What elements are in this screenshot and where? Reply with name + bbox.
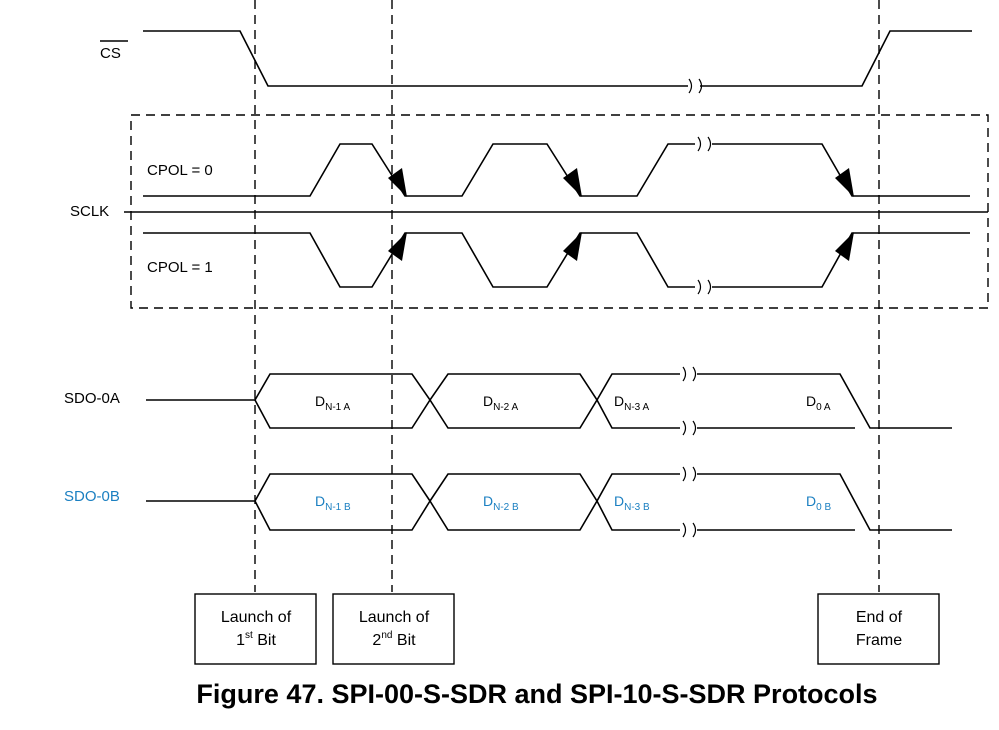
sdo-0b-data-n2: DN-2 B	[483, 493, 519, 513]
svg-text:2nd Bit: 2nd Bit	[372, 630, 416, 649]
sdo-0b-break-mark	[682, 466, 697, 538]
cpol0-arrow-3	[835, 168, 854, 197]
figure-caption: Figure 47. SPI-00-S-SDR and SPI-10-S-SDR…	[196, 679, 877, 709]
svg-text:Frame: Frame	[856, 632, 902, 649]
sdo-0a-data-n2: DN-2 A	[483, 393, 518, 413]
cpol0-arrow-1	[388, 168, 407, 197]
cpol1-arrow-2	[563, 232, 582, 261]
sdo-0b-data-n3: DN-3 B	[614, 493, 650, 513]
cpol1-label: CPOL = 1	[147, 259, 213, 276]
cpol0-arrow-2	[563, 168, 582, 197]
sdo-0b-waveform	[146, 473, 952, 531]
svg-text:Launch of: Launch of	[359, 609, 430, 626]
sdo-0a-data-n1: DN-1 A	[315, 393, 350, 413]
sclk-label: SCLK	[70, 203, 109, 220]
sdo-0b-data-0: D0 B	[806, 493, 831, 513]
svg-text:End of: End of	[856, 609, 903, 626]
cpol1-label-bg	[140, 252, 236, 280]
cpol0-waveform-left	[143, 143, 695, 197]
svg-text:1st Bit: 1st Bit	[236, 630, 276, 649]
cpol1-break-mark	[697, 279, 712, 295]
cpol0-waveform-right	[712, 143, 970, 197]
launch-2nd-bit-box: Launch of 2nd Bit	[332, 593, 455, 665]
sdo-0a-waveform	[146, 373, 952, 429]
svg-text:Launch of: Launch of	[221, 609, 292, 626]
sdo-0a-label: SDO-0A	[64, 390, 120, 407]
cs-waveform-right	[700, 30, 972, 87]
cpol1-waveform-left	[143, 232, 695, 288]
sdo-0b-data-n1: DN-1 B	[315, 493, 351, 513]
cs-break-mark	[688, 78, 703, 94]
sdo-0a-data-n3: DN-3 A	[614, 393, 649, 413]
cpol1-arrow-3	[835, 232, 854, 261]
cpol0-label-bg	[140, 155, 236, 183]
launch-1st-bit-box: Launch of 1st Bit	[194, 593, 317, 665]
cpol1-waveform-right	[712, 232, 970, 288]
cpol0-break-mark	[697, 136, 712, 152]
cpol1-arrow-1	[388, 232, 407, 261]
sdo-0b-label: SDO-0B	[64, 488, 120, 505]
sdo-0a-data-0: D0 A	[806, 393, 831, 413]
cpol0-label: CPOL = 0	[147, 162, 213, 179]
cs-label: CS	[100, 45, 121, 62]
cs-waveform-left	[143, 30, 688, 87]
sdo-0a-break-mark	[682, 366, 697, 436]
end-of-frame-box: End of Frame	[817, 593, 940, 665]
